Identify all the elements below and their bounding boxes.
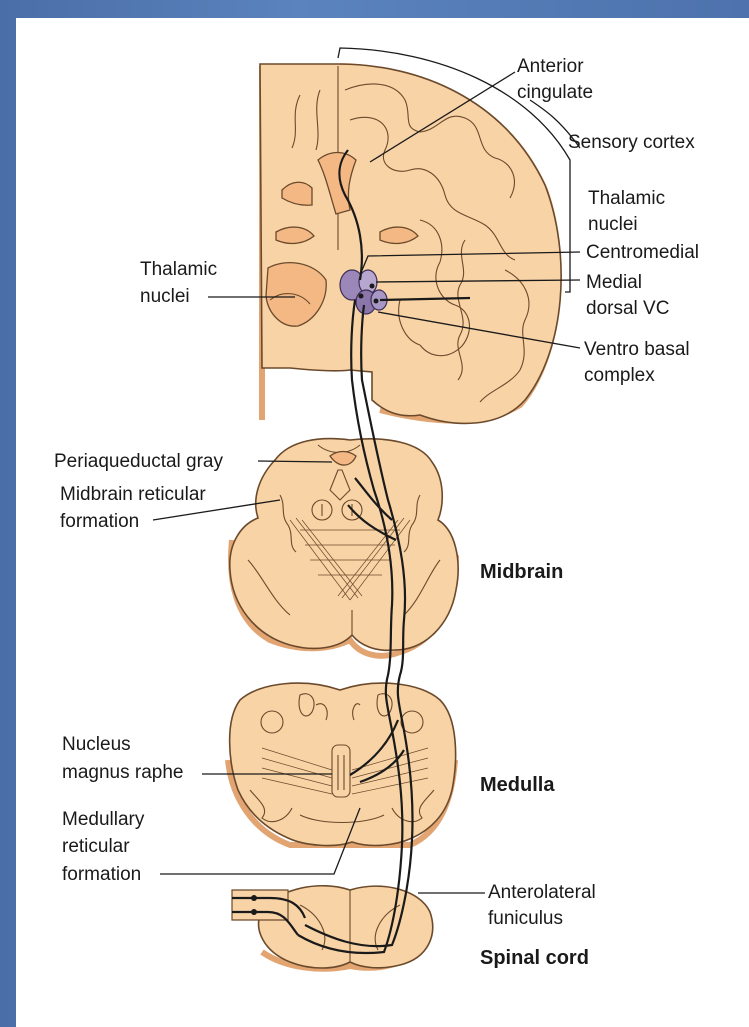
label-anterior-cingulate-1: Anterior [517,56,584,77]
label-midbrain-reticular-1: Midbrain reticular [60,484,206,505]
label-anterior-cingulate-2: cingulate [517,82,593,103]
label-medullary-reticular-3: formation [62,864,141,885]
label-thalamic-nuclei-right-1: Thalamic [588,188,665,209]
label-midbrain-reticular-2: formation [60,511,139,532]
label-medullary-reticular-2: reticular [62,836,130,857]
label-anterolateral-funiculus-1: Anterolateral [488,882,596,903]
label-midbrain: Midbrain [480,561,563,583]
label-thalamic-nuclei-left-1: Thalamic [140,259,217,280]
label-medulla: Medulla [480,774,555,796]
label-spinal-cord: Spinal cord [480,947,589,969]
label-nucleus-magnus-raphe-2: magnus raphe [62,762,183,783]
midbrain-section [230,439,458,656]
label-thalamic-nuclei-left-2: nuclei [140,286,190,307]
label-centromedial: Centromedial [586,242,699,263]
label-nucleus-magnus-raphe-1: Nucleus [62,734,131,755]
label-thalamic-nuclei-right-2: nuclei [588,214,638,235]
label-medullary-reticular-1: Medullary [62,809,145,830]
spinal-cord-section [232,886,433,969]
brain-coronal-section [260,64,561,423]
label-ventro-basal-2: complex [584,365,655,386]
label-periaqueductal-gray: Periaqueductal gray [54,451,223,472]
label-sensory-cortex: Sensory cortex [568,132,695,153]
label-medial-dorsal-vc-2: dorsal VC [586,298,669,319]
label-ventro-basal-1: Ventro basal [584,339,690,360]
label-medial-dorsal-vc-1: Medial [586,272,642,293]
medulla-section [228,683,456,845]
label-anterolateral-funiculus-2: funiculus [488,908,563,929]
